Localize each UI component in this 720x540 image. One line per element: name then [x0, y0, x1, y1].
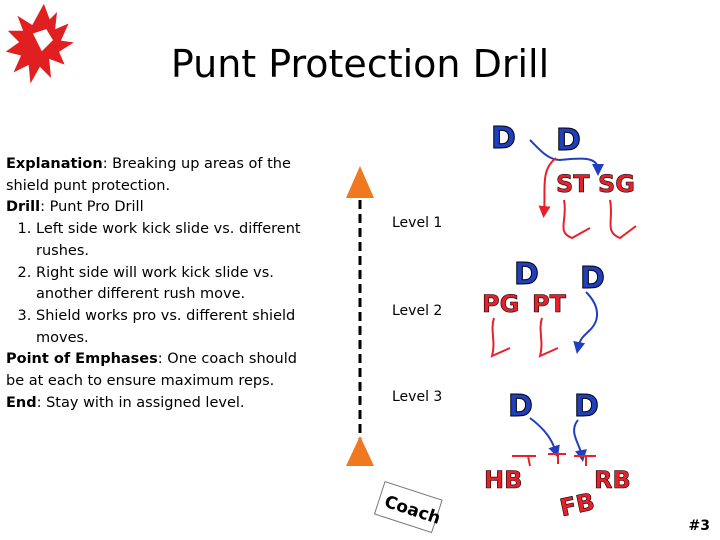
rush-path-d4	[573, 291, 598, 354]
explanation-paragraph: Explanation: Breaking up areas of the sh…	[6, 154, 318, 197]
emphasis-text: : One coach should be at each to ensure …	[6, 351, 297, 390]
page-title: Punt Protection Drill	[170, 42, 550, 86]
defender-d1: D	[491, 121, 516, 156]
pro-block-hb	[512, 455, 536, 467]
player-rb: RB	[594, 466, 631, 494]
pro-block-fb	[548, 453, 566, 464]
drill-label: Drill	[6, 199, 41, 216]
player-st: ST	[556, 170, 590, 198]
pro-block-rb	[574, 455, 596, 466]
player-fb: FB	[557, 488, 597, 523]
drill-steps-list: Left side work kick slide vs. different …	[6, 219, 318, 349]
kick-slide-st	[562, 199, 591, 240]
player-pg: PG	[482, 290, 519, 318]
defender-d4: D	[580, 261, 605, 296]
level-3-label: Level 3	[392, 389, 443, 405]
explanation-text: : Breaking up areas of the shield punt p…	[6, 156, 291, 194]
rush-path-d6	[573, 419, 587, 462]
emphasis-paragraph: Point of Emphases: One coach should be a…	[6, 349, 318, 392]
player-hb: HB	[484, 466, 522, 494]
coach-tag-box	[373, 480, 443, 534]
defender-d2: D	[556, 123, 581, 158]
drill-step: Left side work kick slide vs. different …	[36, 219, 318, 262]
explanation-block: Explanation: Breaking up areas of the sh…	[6, 154, 318, 414]
kick-slide-pt	[538, 317, 559, 358]
drill-text: : Punt Pro Drill	[40, 199, 144, 216]
level-2-label: Level 2	[392, 303, 443, 319]
end-text: : Stay with in assigned level.	[36, 394, 245, 411]
rush-path-d2	[538, 157, 557, 218]
drill-step: Right side will work kick slide vs. anot…	[36, 263, 318, 306]
eagle-logo-icon	[2, 0, 79, 89]
coach-tag: Coach	[373, 480, 443, 534]
rush-path-d5	[529, 417, 560, 458]
explanation-label: Explanation	[6, 156, 103, 172]
page-number: #3	[688, 518, 710, 534]
end-paragraph: End: Stay with in assigned level.	[6, 393, 318, 415]
emphasis-label: Point of Emphases	[6, 351, 158, 368]
defender-d3: D	[514, 257, 539, 292]
defender-d5: D	[508, 389, 533, 424]
defender-d6: D	[574, 389, 599, 424]
bottom-cone-icon	[346, 436, 374, 466]
drill-paragraph: Drill: Punt Pro Drill	[6, 197, 318, 219]
drill-step: Shield works pro vs. different shield mo…	[36, 306, 318, 349]
kick-slide-sg	[609, 199, 637, 240]
kick-slide-pg	[490, 317, 511, 358]
end-label: End	[6, 394, 37, 411]
player-sg: SG	[598, 170, 635, 198]
player-pt: PT	[532, 290, 567, 318]
top-cone-icon	[346, 166, 374, 198]
level-1-label: Level 1	[392, 215, 443, 231]
rush-path-d1	[529, 139, 604, 176]
